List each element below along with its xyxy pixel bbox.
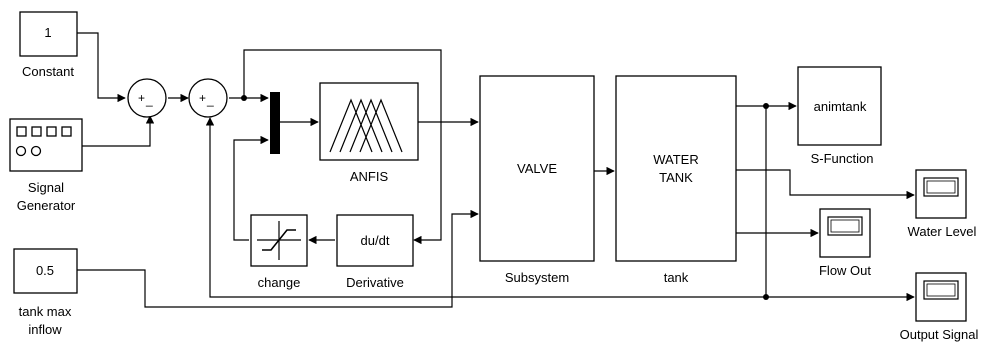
junction-dot <box>763 294 769 300</box>
tank-max-inflow-block[interactable]: 0.5 tank max inflow <box>13 248 78 337</box>
junction-dot <box>241 95 247 101</box>
signal-generator-block[interactable]: Signal Generator <box>9 118 83 213</box>
scope-icon <box>923 177 959 197</box>
sum2-plus: + <box>199 91 206 105</box>
line-sum2-to-derivative[interactable] <box>243 49 442 245</box>
derivative-value: du/dt <box>361 233 390 248</box>
subsystem-label: Subsystem <box>505 270 569 285</box>
signal-generator-label-2: Generator <box>17 198 76 213</box>
tank-max-inflow-value: 0.5 <box>36 263 54 278</box>
signal-generator-label-1: Signal <box>28 180 64 195</box>
flow-out-label: Flow Out <box>819 263 871 278</box>
subsystem-block[interactable]: VALVE Subsystem <box>479 75 595 285</box>
s-function-block[interactable]: animtank S-Function <box>797 66 882 166</box>
line-feedback-to-sum2[interactable] <box>205 117 766 298</box>
flow-out-scope-block[interactable]: Flow Out <box>819 208 871 278</box>
sum1-plus: + <box>138 91 145 105</box>
tank-value-1: WATER <box>653 152 699 167</box>
tank-label: tank <box>664 270 689 285</box>
derivative-block[interactable]: du/dt Derivative <box>336 214 414 290</box>
s-function-label: S-Function <box>811 151 874 166</box>
anfis-block[interactable]: ANFIS <box>319 82 419 184</box>
output-signal-label: Output Signal <box>900 327 979 342</box>
anfis-label: ANFIS <box>350 169 389 184</box>
line-inflow-to-subsystem[interactable] <box>77 209 479 308</box>
signal-lines <box>77 32 915 308</box>
change-block[interactable]: change <box>250 214 308 290</box>
line-tank-to-water-level[interactable] <box>736 169 915 200</box>
change-label: change <box>258 275 301 290</box>
water-level-scope-block[interactable]: Water Level <box>908 169 977 239</box>
output-signal-scope-block[interactable]: Output Signal <box>900 272 979 342</box>
line-change-to-mux[interactable] <box>233 135 269 241</box>
derivative-label: Derivative <box>346 275 404 290</box>
scope-icon <box>827 216 863 236</box>
sum2-minus: _ <box>206 93 214 107</box>
tank-max-inflow-label-1: tank max <box>19 304 72 319</box>
signal-generator-icon <box>15 126 72 157</box>
line-constant-to-sum1[interactable] <box>77 32 126 103</box>
sum2-block[interactable]: + _ <box>188 78 228 118</box>
membership-functions-icon <box>329 98 403 153</box>
mux-block[interactable] <box>270 92 280 154</box>
constant-value: 1 <box>44 25 51 40</box>
sum1-minus: _ <box>145 93 153 107</box>
saturation-icon <box>257 221 301 260</box>
tank-block[interactable]: WATER TANK tank <box>615 75 737 285</box>
constant-label: Constant <box>22 64 74 79</box>
constant-block[interactable]: 1 Constant <box>19 11 78 79</box>
s-function-value: animtank <box>814 99 867 114</box>
sum1-block[interactable]: + _ <box>127 78 167 118</box>
scope-icon <box>923 280 959 300</box>
water-level-label: Water Level <box>908 224 977 239</box>
tank-value-2: TANK <box>659 170 693 185</box>
tank-max-inflow-label-2: inflow <box>28 322 62 337</box>
junction-dot <box>763 103 769 109</box>
line-signalgen-to-sum1[interactable] <box>82 115 155 147</box>
subsystem-value: VALVE <box>517 161 557 176</box>
